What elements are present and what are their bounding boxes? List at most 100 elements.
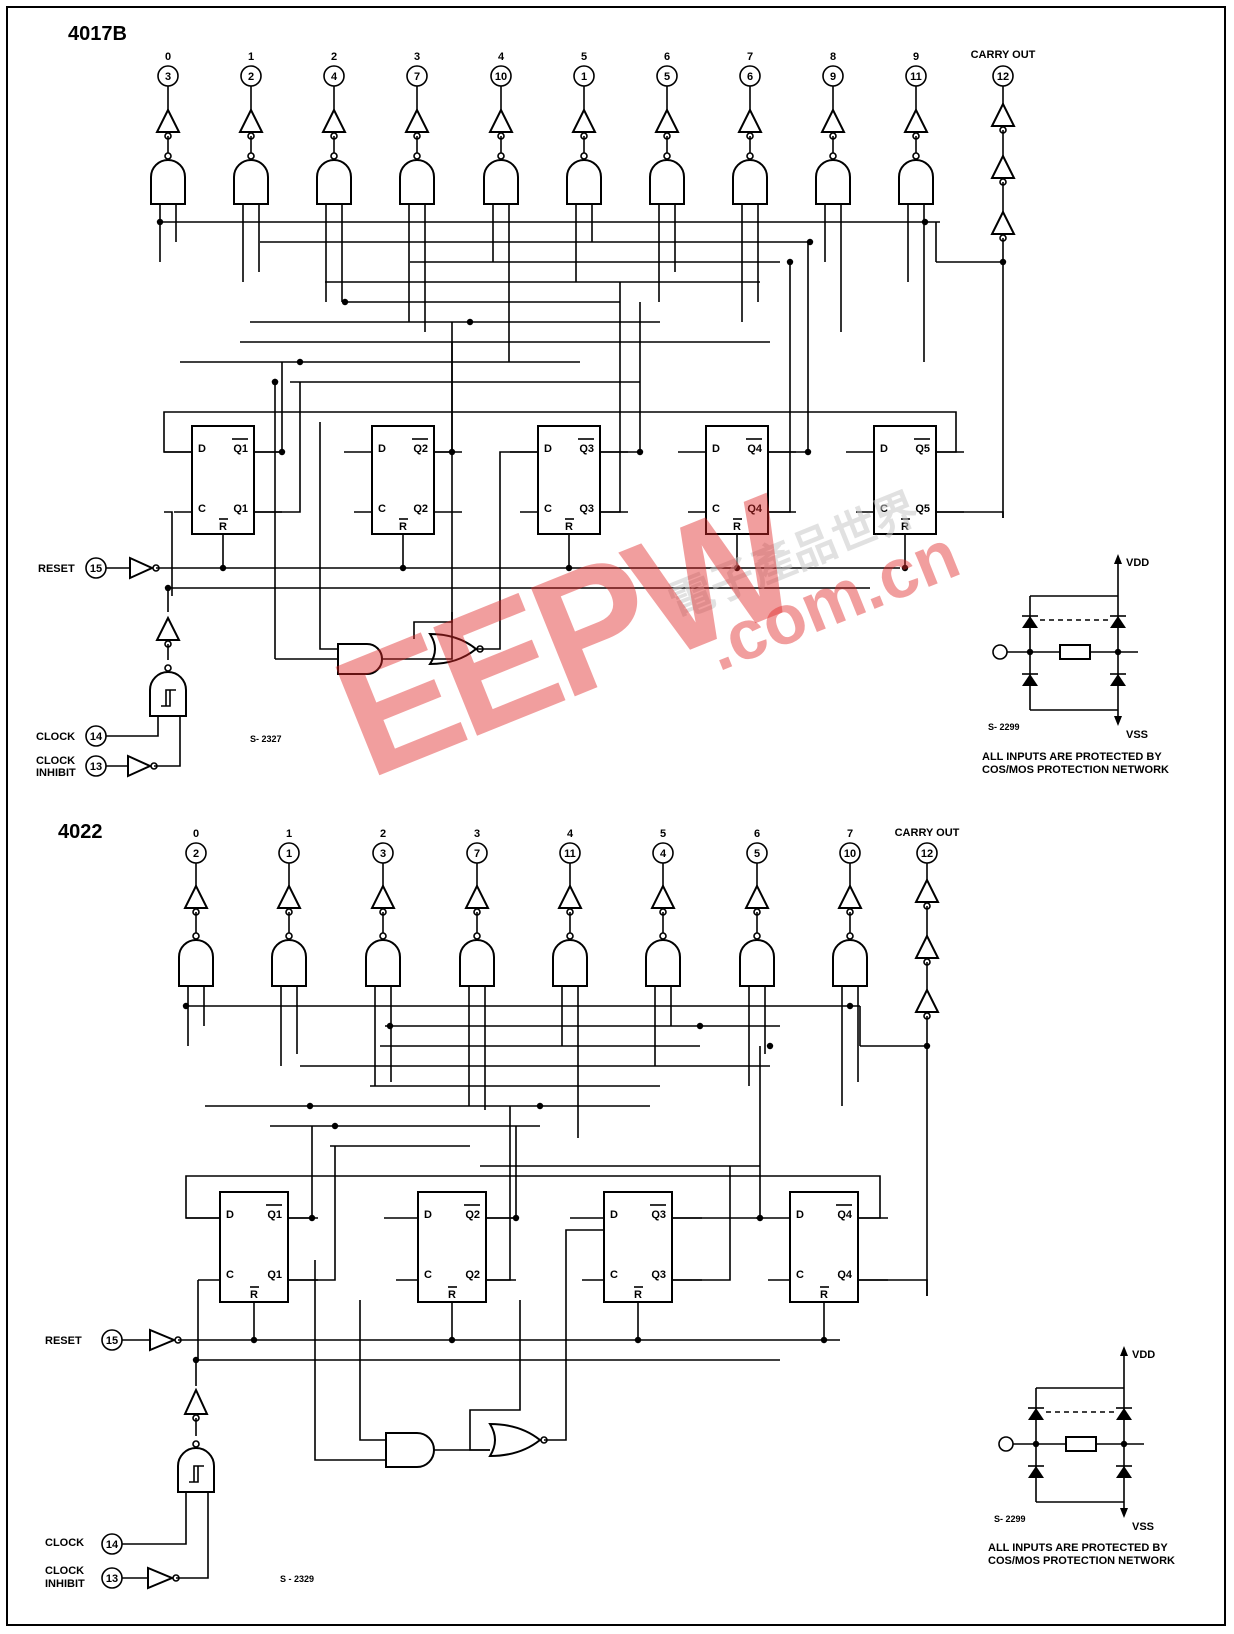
flipflop-4022-1-d: D [226, 1209, 234, 1221]
wire [600, 282, 621, 513]
prot2-note-2: COS/MOS PROTECTION NETWORK [988, 1555, 1175, 1567]
title-4017b: 4017B [68, 23, 127, 45]
buffer-gate [990, 101, 1016, 127]
buffer-gate [571, 107, 597, 133]
junction-dot [156, 218, 164, 226]
buffer-gate [820, 107, 846, 133]
buffer-gate [914, 877, 940, 903]
wire [768, 242, 809, 453]
and-gate [898, 159, 934, 205]
output-digit-8: 8 [830, 51, 836, 63]
junction-dot [901, 564, 909, 572]
wire [185, 1175, 881, 1219]
junction-dot [466, 318, 474, 326]
output-digit-5: 5 [581, 51, 587, 63]
flipflop-5-d: D [880, 443, 888, 455]
flipflop-1-q: Q1 [233, 503, 248, 515]
wire [288, 1146, 336, 1281]
output-pin-3-label: 7 [474, 848, 480, 860]
flipflop-4022-4-c: C [796, 1269, 804, 1281]
output-pin-3-label: 7 [414, 71, 420, 83]
flipflop-4022-1-r: R [250, 1289, 258, 1301]
flipflop-1-qbar: Q1 [233, 443, 248, 455]
flipflop-2 [371, 425, 435, 535]
junction-dot [182, 1002, 190, 1010]
wire [430, 612, 453, 660]
page-frame [6, 6, 1226, 1626]
inversion-bubble [473, 932, 481, 940]
flipflop-4022-3-r: R [634, 1289, 642, 1301]
junction-dot [804, 448, 812, 456]
flipflop-3-q: Q3 [579, 503, 594, 515]
prot1-vdd: VDD [1126, 557, 1149, 569]
flipflop-4022-1-c: C [226, 1269, 234, 1281]
reset-pin-4022-label: 15 [106, 1335, 118, 1347]
inversion-bubble [846, 932, 854, 940]
flipflop-5-q: Q5 [915, 503, 930, 515]
flipflop-3-r: R [565, 521, 573, 533]
and-gate [649, 159, 685, 205]
prot1-diode-1 [1110, 616, 1126, 628]
prot1-resistor [1059, 644, 1091, 660]
clock-label: CLOCK [36, 731, 75, 743]
and-gate [337, 643, 383, 675]
flipflop-4022-3-c: C [610, 1269, 618, 1281]
prot2-diode-2 [1028, 1466, 1044, 1478]
flipflop-5-c: C [880, 503, 888, 515]
wire [359, 1300, 386, 1441]
buffer-gate [903, 107, 929, 133]
flipflop-4022-2 [417, 1191, 487, 1303]
clock-inhibit-label-4022-2: INHIBIT [45, 1578, 85, 1590]
flipflop-2-c: C [378, 503, 386, 515]
flipflop-5-r: R [901, 521, 909, 533]
output-digit-3: 3 [474, 828, 480, 840]
output-pin-2-label: 4 [331, 71, 338, 83]
flipflop-4022-4-d: D [796, 1209, 804, 1221]
flipflop-3-qbar: Q3 [579, 443, 594, 455]
prot2-resistor [1065, 1436, 1097, 1452]
wire [122, 1492, 187, 1545]
buffer-gate [837, 883, 863, 909]
and-gate [739, 939, 775, 987]
prot2-diode-3 [1116, 1466, 1132, 1478]
and-gate [483, 159, 519, 205]
title-4022: 4022 [58, 821, 103, 843]
prot1-diode-2 [1022, 674, 1038, 686]
wire [469, 1430, 490, 1451]
junction-dot [766, 1042, 774, 1050]
wire [476, 451, 538, 650]
output-digit-6: 6 [664, 51, 670, 63]
prot1-vdd-arrow [1114, 554, 1122, 564]
output-digit-0: 0 [165, 51, 171, 63]
junction-dot [278, 448, 286, 456]
flipflop-4022-4-qbar: Q4 [837, 1209, 853, 1221]
flipflop-4-q: Q4 [747, 503, 763, 515]
junction-dot [306, 1102, 314, 1110]
wire [672, 1046, 761, 1219]
clock-inhibit-label-4022-1: CLOCK [45, 1565, 84, 1577]
buffer-gate [155, 615, 181, 641]
junction-dot [846, 1002, 854, 1010]
prot1-diode-0 [1022, 616, 1038, 628]
flipflop-3-c: C [544, 503, 552, 515]
flipflop-4022-3-qbar: Q3 [651, 1209, 666, 1221]
and-gate [552, 939, 588, 987]
inversion-bubble [829, 152, 837, 160]
clock-pin-label: 14 [90, 731, 103, 743]
prot2-diode-1 [1116, 1408, 1132, 1420]
junction-dot [756, 1214, 764, 1222]
wire [314, 1260, 386, 1461]
and-gate [149, 671, 187, 717]
prot2-vss: VSS [1132, 1521, 1154, 1533]
reset-pin-label: 15 [90, 563, 102, 575]
flipflop-1-c: C [198, 503, 206, 515]
output-digit-5: 5 [660, 828, 666, 840]
buffer-gate [464, 883, 490, 909]
output-pin-1-label: 2 [248, 71, 254, 83]
and-gate [815, 159, 851, 205]
inversion-bubble [192, 1440, 200, 1448]
and-gate [645, 939, 681, 987]
schmitt-symbol [161, 689, 176, 707]
buffer-gate [914, 933, 940, 959]
and-gate [177, 1447, 215, 1493]
